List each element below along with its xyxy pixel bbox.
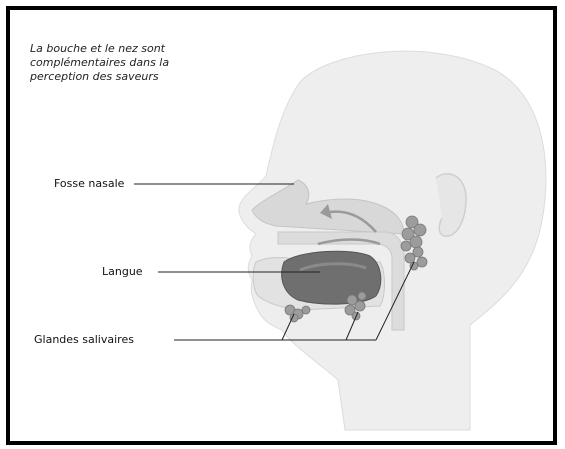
- label-langue: Langue: [102, 265, 143, 278]
- diagram-caption: La bouche et le nez sont complémentaires…: [30, 42, 205, 84]
- label-fosse-nasale: Fosse nasale: [54, 177, 124, 190]
- label-glandes-salivaires: Glandes salivaires: [34, 333, 134, 346]
